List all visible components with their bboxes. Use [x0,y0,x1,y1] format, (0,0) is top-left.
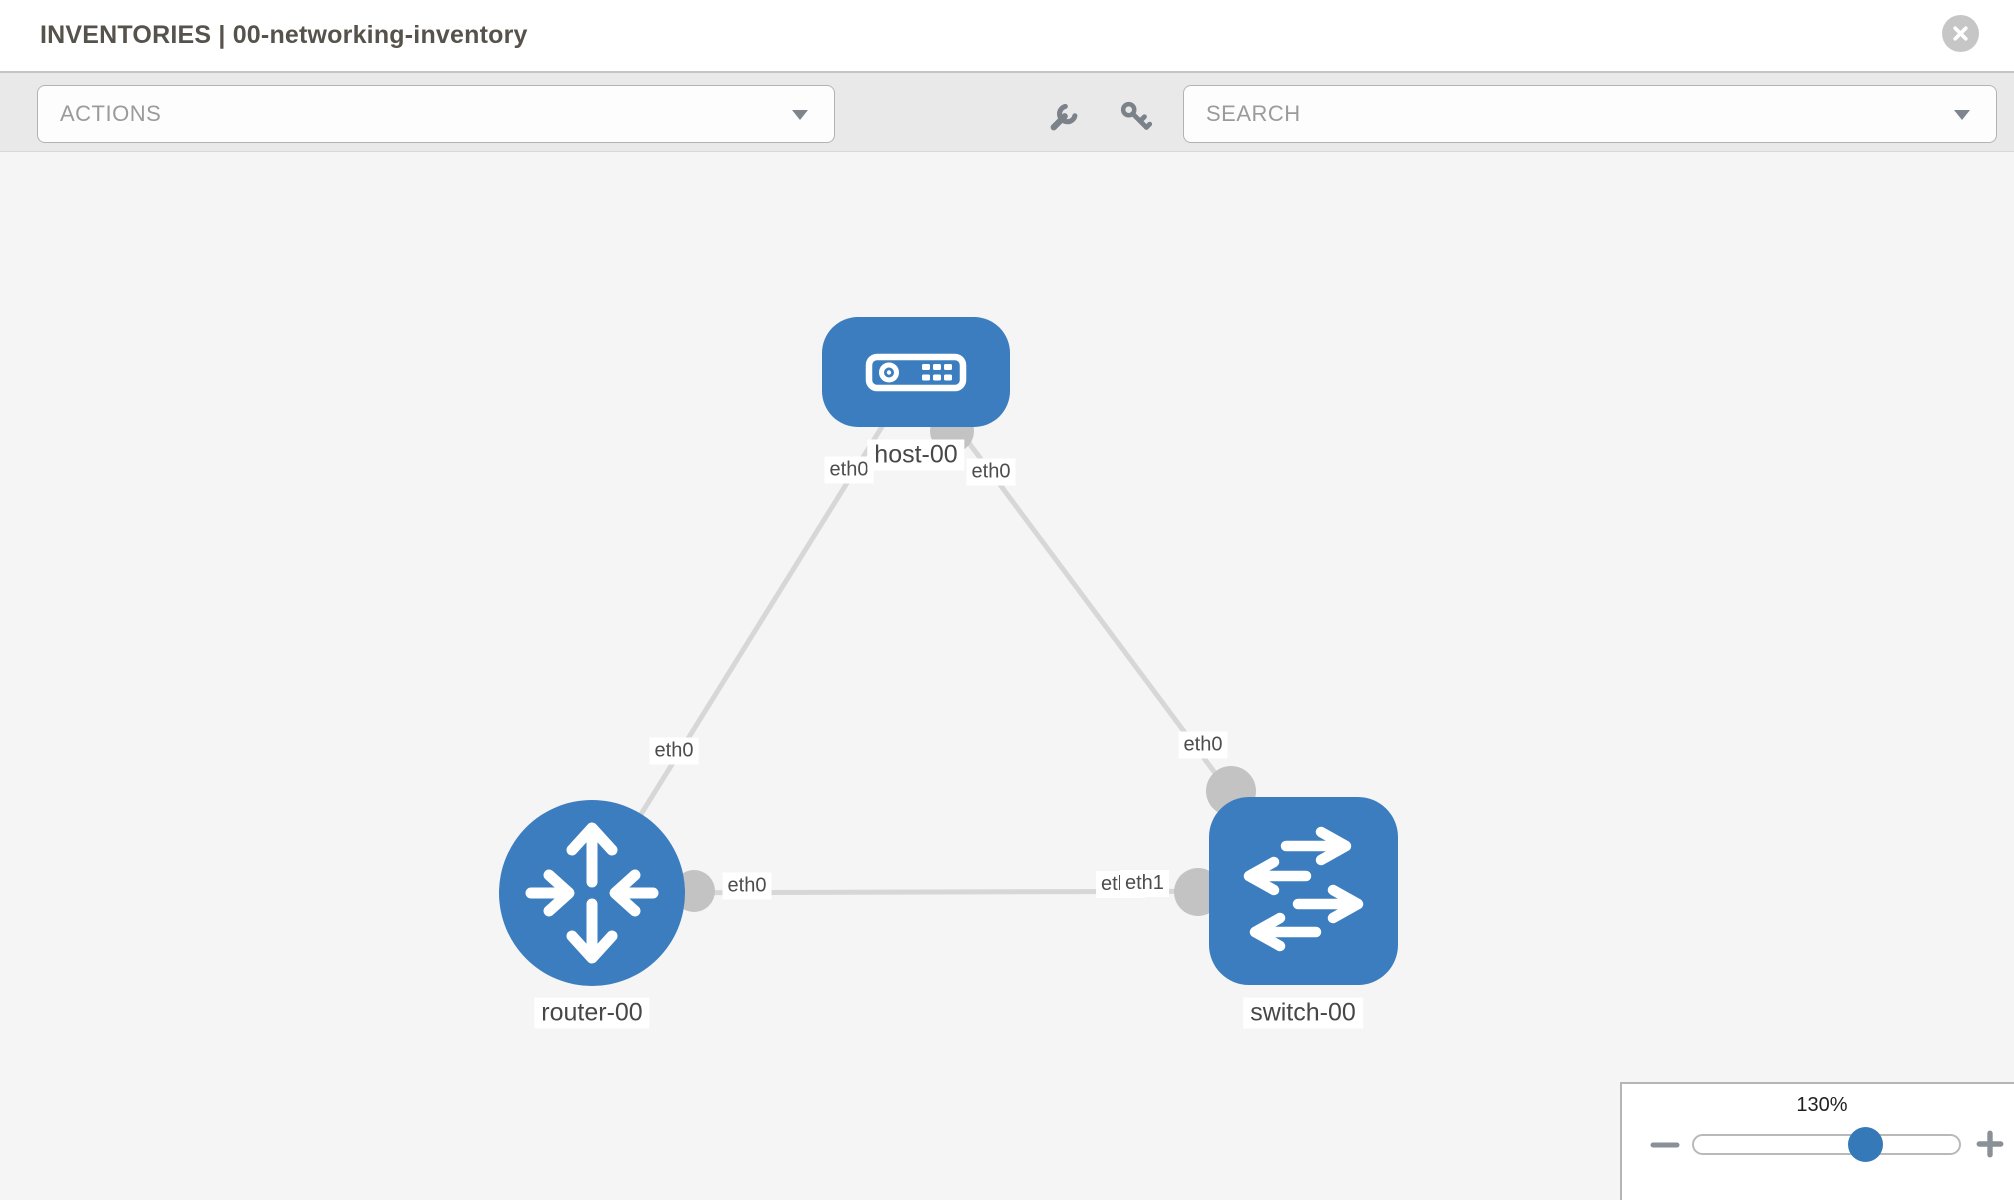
wrench-icon [1050,103,1078,131]
actions-dropdown[interactable]: ACTIONS [37,85,835,143]
page-title: INVENTORIES | 00-networking-inventory [40,21,528,49]
key-icon [1120,101,1153,130]
interface-label-router-switch-switch-side: eth1 [1120,870,1169,897]
header: INVENTORIES | 00-networking-inventory [0,0,2014,71]
topology-canvas[interactable]: eth0 eth0 eth0 eth0 eth0 eth0 eth1 host-… [0,152,2014,1200]
zoom-slider[interactable] [1692,1127,1961,1162]
zoom-panel: 130% [1620,1082,2014,1200]
node-label-host-00: host-00 [867,439,965,471]
zoom-level: 130% [1796,1094,1848,1116]
chevron-down-icon [792,110,808,120]
close-button[interactable] [1942,15,1979,52]
toolbar: ACTIONS SEARCH [0,71,2014,152]
zoom-slider-thumb[interactable] [1848,1127,1883,1162]
interface-label-host-router-router-side: eth0 [649,737,699,765]
interface-label-host-switch-switch-side: eth0 [1178,731,1228,759]
search-dropdown-label: SEARCH [1206,101,1301,126]
configure-button[interactable] [1046,97,1084,135]
search-dropdown[interactable]: SEARCH [1183,85,1997,143]
credentials-button[interactable] [1116,97,1154,135]
switch-icon [1243,826,1364,952]
chevron-down-icon [1954,110,1970,120]
close-icon [1953,26,1968,41]
minus-icon [1650,1142,1680,1148]
plus-icon [1976,1130,2004,1158]
node-label-switch-00: switch-00 [1243,997,1363,1029]
interface-label-router-switch-router-side: eth0 [722,872,772,900]
interface-label-host-switch-host-side: eth0 [966,458,1016,486]
interface-label-host-router-host-side: eth0 [824,456,874,484]
node-label-router-00: router-00 [534,997,650,1029]
node-host-00[interactable] [822,317,1010,427]
router-icon [525,822,659,964]
host-icon [865,353,967,392]
actions-dropdown-label: ACTIONS [60,101,162,126]
zoom-in-button[interactable] [1972,1126,2008,1162]
node-switch-00[interactable] [1209,797,1398,985]
links-layer [589,370,1306,916]
node-router-00[interactable] [499,800,685,986]
zoom-out-button[interactable] [1648,1134,1682,1156]
